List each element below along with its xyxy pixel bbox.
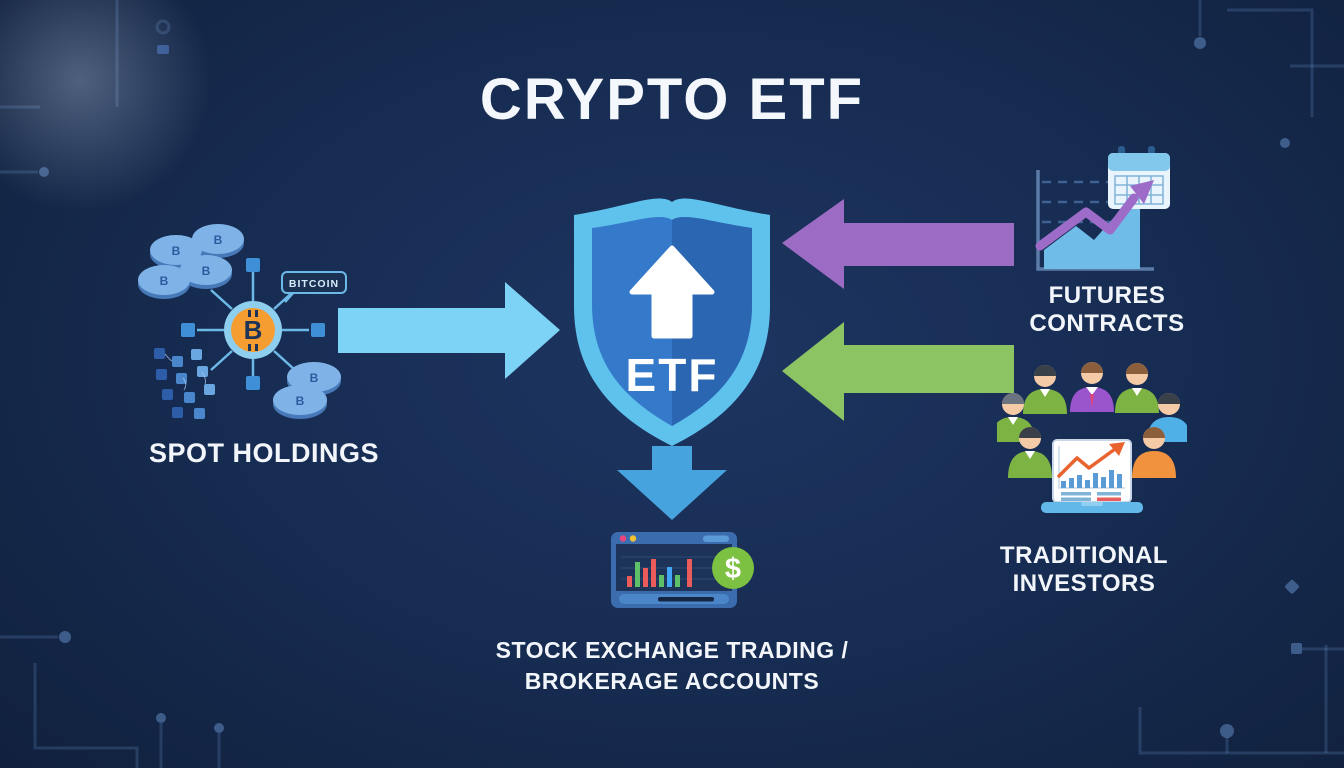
svg-text:B: B	[296, 394, 305, 408]
etf-to-exchange-arrow-icon	[617, 446, 727, 520]
coins-icon: B B	[273, 362, 341, 419]
stock-exchange-label: STOCK EXCHANGE TRADING / BROKERAGE ACCOU…	[0, 635, 1344, 697]
trend-arrow-icon	[1035, 180, 1154, 251]
svg-text:B: B	[214, 233, 223, 247]
bar-chart-icon	[627, 559, 692, 587]
etf-label: ETF	[626, 349, 719, 401]
laptop-chart-icon	[1041, 439, 1143, 513]
svg-text:B: B	[160, 274, 169, 288]
blockchain-cubes-icon	[154, 348, 215, 419]
bitcoin-network-icon: B B B B	[138, 224, 347, 419]
person-icon	[1115, 363, 1159, 413]
person-icon	[1008, 427, 1052, 478]
page-title: CRYPTO ETF	[479, 67, 865, 132]
investors-group-icon	[997, 362, 1187, 513]
person-icon	[1023, 365, 1067, 414]
bitcoin-coin-icon: B	[224, 301, 282, 359]
stock-exchange-label-line1: STOCK EXCHANGE TRADING /	[495, 637, 849, 663]
svg-text:B: B	[202, 264, 211, 278]
person-icon	[1070, 362, 1114, 412]
spot-to-etf-arrow-icon	[338, 282, 560, 379]
stock-exchange-label-line2: BROKERAGE ACCOUNTS	[524, 668, 820, 694]
svg-text:B: B	[310, 371, 319, 385]
etf-shield-icon: ETF	[574, 198, 770, 446]
spot-holdings-label: SPOT HOLDINGS	[149, 438, 380, 468]
futures-contracts-label: FUTURES CONTRACTS	[1029, 282, 1185, 337]
futures-chart-icon	[1035, 146, 1170, 271]
svg-text:B: B	[172, 244, 181, 258]
svg-text:B: B	[244, 315, 263, 345]
investors-to-etf-arrow-icon	[782, 322, 1014, 421]
coin-stack-icon: B B B B	[138, 224, 244, 299]
svg-text:BITCOIN: BITCOIN	[289, 278, 339, 290]
futures-to-etf-arrow-icon	[782, 199, 1014, 289]
svg-text:$: $	[725, 553, 741, 585]
bitcoin-tag: BITCOIN	[281, 271, 347, 294]
trading-screen-icon	[611, 532, 737, 608]
dollar-badge-icon: $	[712, 547, 754, 589]
up-arrow-icon	[629, 245, 715, 339]
calendar-icon	[1108, 146, 1170, 209]
traditional-investors-label: TRADITIONAL INVESTORS	[999, 542, 1169, 597]
person-icon	[1132, 427, 1176, 478]
